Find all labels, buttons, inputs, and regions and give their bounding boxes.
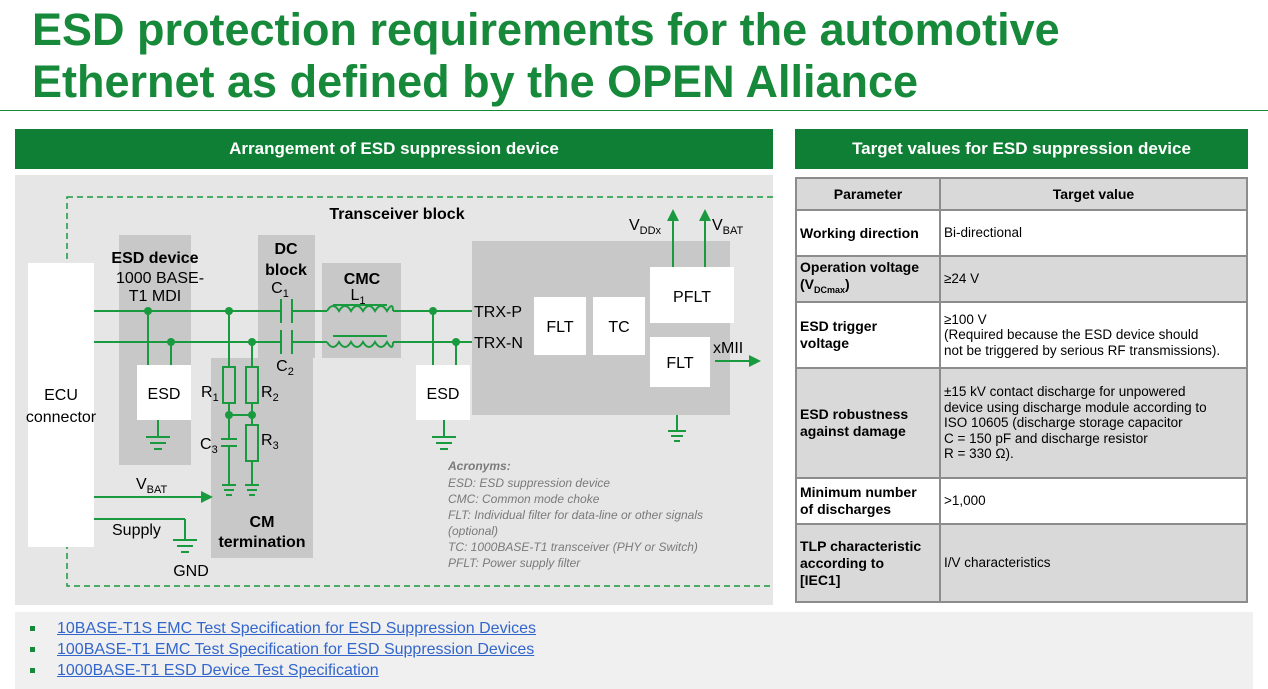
table-header-row: Parameter Target value [795, 177, 1248, 211]
acronym-line: FLT: Individual filter for data-line or … [448, 508, 703, 522]
pflt-box [650, 267, 734, 323]
circuit-schematic: Transceiver block ECU connector ESD devi… [26, 196, 773, 587]
value-cell: ≥100 V(Required because the ESD device s… [939, 301, 1248, 369]
value-cell: ≥24 V [939, 255, 1248, 303]
title-divider [0, 110, 1268, 111]
ecu-label-2: connector [26, 409, 97, 426]
acronym-line: PFLT: Power supply filter [448, 556, 581, 570]
title-line-1: ESD protection requirements for the auto… [32, 4, 1060, 55]
gnd-label: GND [173, 563, 209, 580]
esd-device-block [119, 235, 191, 465]
c3-label: C3 [200, 436, 218, 456]
link-1000base-t1-esd-spec[interactable]: 1000BASE-T1 ESD Device Test Specificatio… [27, 660, 1253, 681]
table-row: Operation voltage(VDCmax) ≥24 V [795, 255, 1248, 303]
transceiver-block-label: Transceiver block [329, 206, 464, 223]
ecu-label-1: ECU [44, 387, 78, 404]
value-cell: >1,000 [939, 477, 1248, 525]
trx-n-label: TRX-N [474, 335, 523, 352]
target-values-table: Parameter Target value Working direction… [795, 177, 1248, 603]
acronym-line: CMC: Common mode choke [448, 492, 600, 506]
esd-right-box [416, 365, 470, 420]
tc-box [593, 297, 645, 355]
dc-block-label-1: DC [274, 241, 298, 258]
param-cell: Working direction [795, 209, 941, 257]
vbat-left-label: VBAT [136, 476, 168, 496]
c2-label: C2 [276, 358, 294, 378]
dc-block-label-2: block [265, 262, 307, 279]
flt-box-1 [534, 297, 586, 355]
flt-box-2 [650, 337, 710, 387]
acronym-line: ESD: ESD suppression device [448, 476, 610, 490]
tc-label: TC [608, 319, 629, 336]
esd-left-label: ESD [148, 386, 181, 403]
value-cell: Bi-directional [939, 209, 1248, 257]
esd-device-title: ESD device [111, 250, 198, 267]
acronym-line: TC: 1000BASE-T1 transceiver (PHY or Swit… [448, 540, 698, 554]
cm-termination-label-1: CM [250, 514, 275, 531]
vddx-label: VDDx [629, 217, 662, 237]
r3-label: R3 [261, 432, 279, 452]
l1-label: L1 [350, 287, 365, 307]
link-10base-t1s-emc-spec[interactable]: 10BASE-T1S EMC Test Specification for ES… [27, 618, 1253, 639]
transceiver-block-boundary [66, 196, 773, 587]
supply-label: Supply [112, 522, 161, 539]
target-values-header: Target values for ESD suppression device [795, 129, 1248, 169]
param-cell: Operation voltage(VDCmax) [795, 255, 941, 303]
acronym-line: (optional) [448, 524, 498, 538]
r1-label: R1 [201, 384, 219, 404]
value-cell: I/V characteristics [939, 523, 1248, 603]
flt-2-label: FLT [666, 355, 693, 372]
xmii-label: xMII [713, 340, 743, 357]
ecu-connector [28, 263, 94, 547]
link-100base-t1-emc-spec[interactable]: 100BASE-T1 EMC Test Specification for ES… [27, 639, 1253, 660]
flt-1-label: FLT [546, 319, 573, 336]
acronyms-title: Acronyms: [447, 459, 511, 473]
table-row: Working direction Bi-directional [795, 209, 1248, 257]
esd-left-box [137, 365, 191, 420]
c1-label: C1 [271, 280, 289, 300]
esd-arrangement-diagram: Transceiver block ECU connector ESD devi… [15, 175, 773, 605]
arrangement-header: Arrangement of ESD suppression device [15, 129, 773, 169]
esd-device-sub-1: 1000 BASE- [116, 270, 204, 287]
col-header-parameter: Parameter [795, 177, 941, 211]
r2-label: R2 [261, 384, 279, 404]
trx-p-label: TRX-P [474, 304, 522, 321]
acronyms-legend: Acronyms: ESD: ESD suppression device CM… [447, 459, 703, 570]
col-header-target-value: Target value [939, 177, 1248, 211]
esd-right-label: ESD [427, 386, 460, 403]
pflt-label: PFLT [673, 289, 711, 306]
esd-device-sub-2: T1 MDI [129, 288, 181, 305]
dc-block [258, 235, 315, 358]
page-title: ESD protection requirements for the auto… [32, 4, 1232, 108]
vbat-top-label: VBAT [712, 217, 744, 237]
link-list: 10BASE-T1S EMC Test Specification for ES… [15, 612, 1253, 681]
title-line-2: Ethernet as defined by the OPEN Alliance [32, 56, 919, 107]
reference-links: 10BASE-T1S EMC Test Specification for ES… [15, 612, 1253, 689]
cm-termination-label-2: termination [218, 534, 305, 551]
cmc-label: CMC [344, 271, 381, 288]
